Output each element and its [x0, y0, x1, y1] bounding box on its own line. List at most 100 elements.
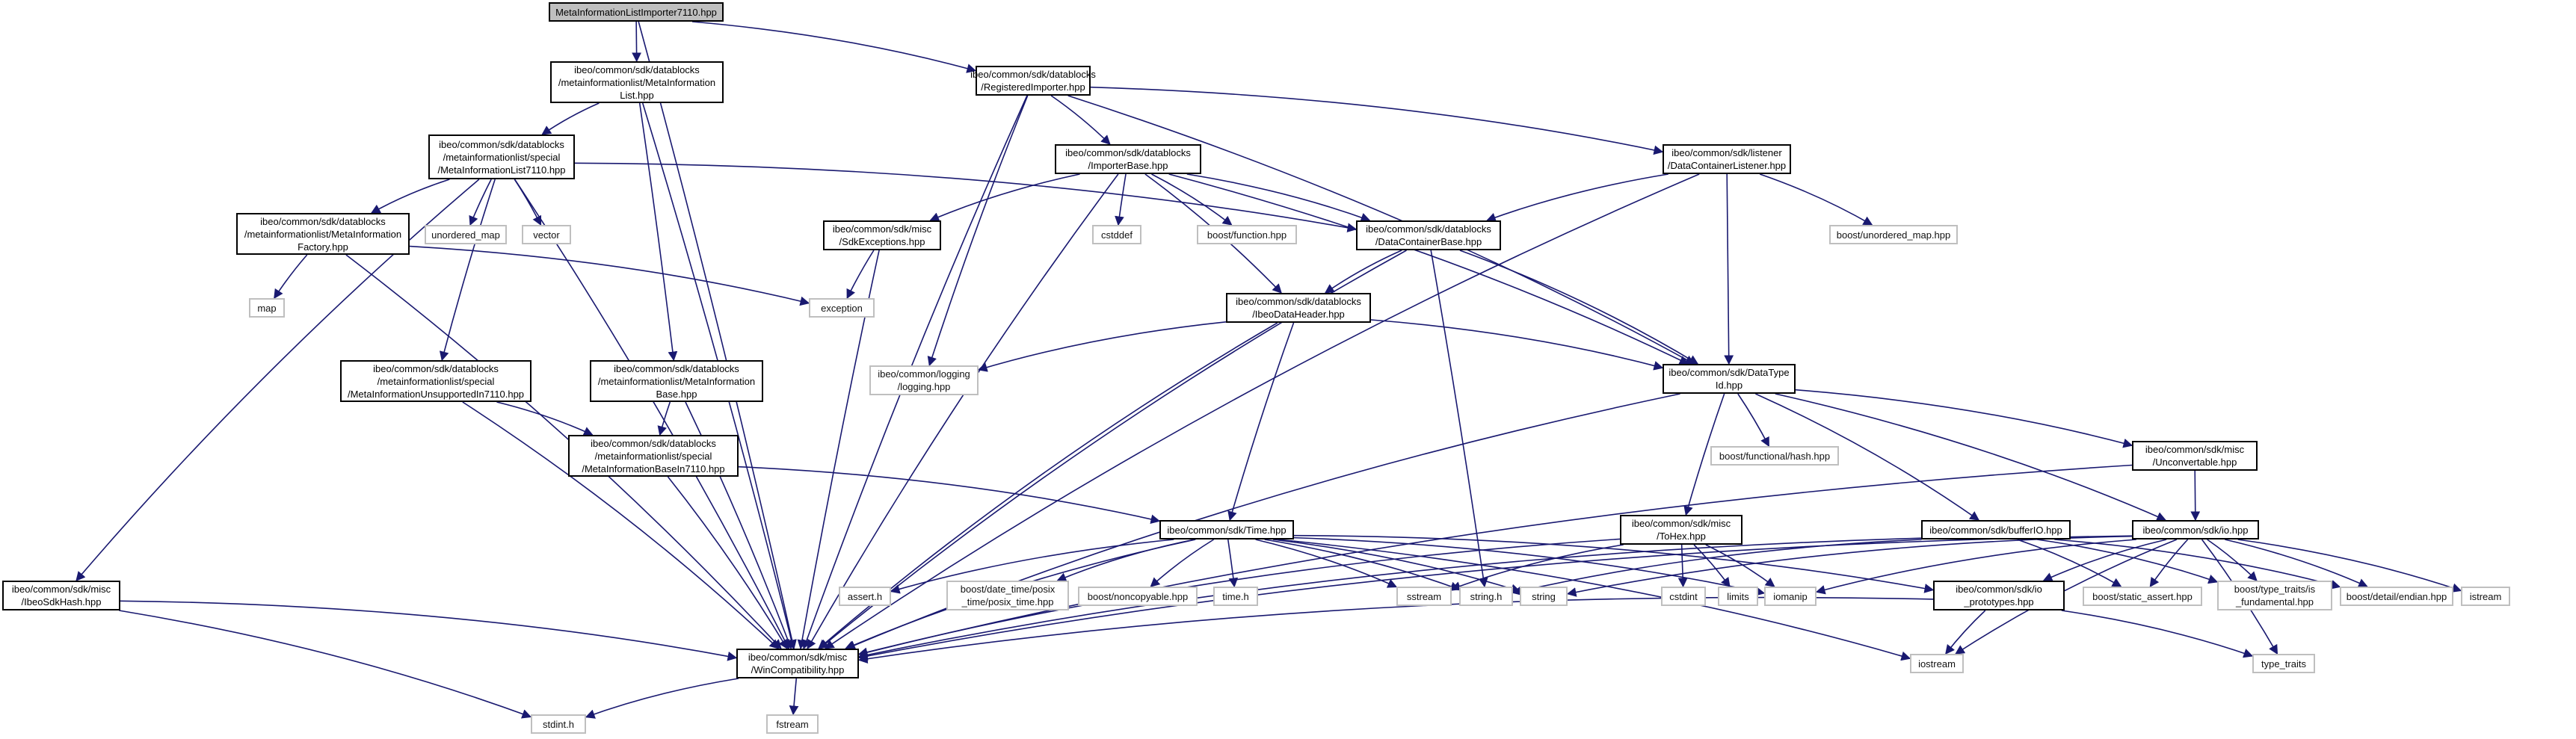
dependency-edge-metainfounsupported-to-metainfobase7110 [496, 401, 594, 436]
dependency-edge-metainfobase7110-to-wincompat [667, 476, 788, 650]
node-sdkexceptions-hpp[interactable]: ibeo/common/sdk/misc /SdkExceptions.hpp [823, 220, 941, 250]
dependency-edge-metainfolist7110-to-metainfofactory [370, 179, 450, 214]
node-time-hpp[interactable]: ibeo/common/sdk/Time.hpp [1159, 520, 1294, 539]
dependency-edge-time-to-io_prototypes [1293, 534, 1935, 593]
dependency-edge-ibeodataheader-to-time [1227, 322, 1295, 522]
dependency-edge-ibeodataheader-to-logging [977, 321, 1227, 372]
node-registeredimporter-hpp[interactable]: ibeo/common/sdk/datablocks /RegisteredIm… [970, 66, 1096, 96]
node-string-h[interactable]: string.h [1459, 587, 1513, 606]
node-limits[interactable]: limits [1718, 587, 1758, 606]
dependency-edge-metainfolist7110-to-ibeosdkhash [76, 179, 480, 581]
node-boost-unordered-map-hpp[interactable]: boost/unordered_map.hpp [1829, 225, 1958, 244]
dependency-edge-io_prototypes-to-wincompat [857, 596, 1934, 664]
dependency-edge-io-to-wincompat [857, 535, 2133, 661]
node-metainformationbase-hpp[interactable]: ibeo/common/sdk/datablocks /metainformat… [590, 360, 763, 402]
node-metainformationlist7110-hpp[interactable]: ibeo/common/sdk/datablocks /metainformat… [428, 134, 575, 179]
dependency-edge-registeredimporter-to-logging [927, 95, 1029, 367]
dependency-edge-metainfounsupported-to-wincompat [462, 401, 780, 649]
dependency-edge-bufferio-to-stringh [1512, 539, 1922, 596]
dependency-edge-importerbase-to-boost_function [1151, 173, 1233, 226]
node-type-traits[interactable]: type_traits [2252, 654, 2315, 673]
dependency-edge-importerbase-to-sdkexceptions [929, 173, 1080, 222]
dependency-edge-tohex-to-wincompat [857, 538, 1621, 657]
node-datacontainerbase-hpp[interactable]: ibeo/common/sdk/datablocks /DataContaine… [1356, 220, 1501, 250]
dependency-edge-datacontainerbase-to-ibeodataheader [1324, 250, 1402, 294]
dependency-edge-io-to-endian [2225, 539, 2368, 588]
node-fstream[interactable]: fstream [766, 714, 819, 734]
node-boost-static-assert-hpp[interactable]: boost/static_assert.hpp [2083, 587, 2202, 606]
node-boost-is-fundamental-hpp[interactable]: boost/type_traits/is _fundamental.hpp [2217, 581, 2332, 610]
dependency-edge-registeredimporter-to-datatypeid [1067, 95, 1695, 365]
node-importerbase-hpp[interactable]: ibeo/common/sdk/datablocks /ImporterBase… [1055, 144, 1201, 174]
node-map[interactable]: map [249, 298, 285, 318]
node-time-h[interactable]: time.h [1213, 587, 1258, 606]
dependency-edge-metainfolist7110-to-unordered_map [469, 179, 492, 226]
dependency-edge-tohex-to-sstream [1450, 544, 1624, 591]
dependency-edge-datacontainerlistener-to-datacontainerbase [1486, 173, 1668, 223]
dependency-edge-bufferio-to-static_assert [2017, 539, 2122, 587]
node-io-prototypes-hpp[interactable]: ibeo/common/sdk/io _prototypes.hpp [1933, 581, 2065, 610]
dependency-edge-ibeosdkhash-to-wincompat [120, 600, 738, 661]
node-metainformationlist-hpp[interactable]: ibeo/common/sdk/datablocks /metainformat… [550, 61, 724, 103]
node-iostream[interactable]: iostream [1910, 654, 1964, 673]
dependency-edge-tohex-to-iomanip [1705, 544, 1775, 587]
node-string[interactable]: string [1520, 587, 1568, 606]
node-boost-functional-hash-hpp[interactable]: boost/functional/hash.hpp [1710, 446, 1839, 466]
node-metainformationfactory-hpp[interactable]: ibeo/common/sdk/datablocks /metainformat… [236, 213, 410, 255]
node-istream[interactable]: istream [2461, 587, 2510, 606]
node-metainformationbasein7110-hpp[interactable]: ibeo/common/sdk/datablocks /metainformat… [568, 435, 739, 477]
node-tohex-hpp[interactable]: ibeo/common/sdk/misc /ToHex.hpp [1620, 515, 1743, 545]
node-boost-noncopyable-hpp[interactable]: boost/noncopyable.hpp [1078, 587, 1198, 606]
node-wincompatibility-hpp[interactable]: ibeo/common/sdk/misc /WinCompatibility.h… [736, 649, 859, 678]
node-boost-function-hpp[interactable]: boost/function.hpp [1197, 225, 1297, 244]
node-unconvertable-hpp[interactable]: ibeo/common/sdk/misc /Unconvertable.hpp [2132, 441, 2258, 471]
node-exception[interactable]: exception [809, 298, 875, 318]
node-sstream[interactable]: sstream [1396, 587, 1452, 606]
node-stdint-h[interactable]: stdint.h [531, 714, 586, 734]
dependency-edge-importerbase-to-cstddef [1115, 173, 1127, 226]
dependency-edge-time-to-noncopyable [1150, 539, 1215, 587]
node-assert-h[interactable]: assert.h [839, 587, 891, 606]
node-ibeodataheader-hpp[interactable]: ibeo/common/sdk/datablocks /IbeoDataHead… [1226, 293, 1371, 323]
dependency-edge-importerbase-to-wincompat [807, 173, 1119, 650]
node-bufferio-hpp[interactable]: ibeo/common/sdk/bufferIO.hpp [1921, 520, 2071, 539]
dependency-edge-datatypeid-to-io [1775, 393, 2167, 522]
dependency-edge-metainfolist-to-metainfolist7110 [541, 102, 600, 135]
dependency-edge-io_prototypes-to-iostream [1945, 610, 1986, 655]
dependency-edge-root-to-metainfolist [632, 21, 641, 63]
node-metainformationlistimporter7110-hpp[interactable]: MetaInformationListImporter7110.hpp [549, 2, 724, 22]
node-logging-hpp[interactable]: ibeo/common/logging /logging.hpp [869, 365, 979, 395]
dependency-edge-wincompat-to-stdinth [585, 678, 739, 719]
dependency-edge-metainfofactory-to-exception [409, 245, 810, 306]
dependency-edge-datacontainerlistener-to-boost_unordered_map [1759, 173, 1873, 226]
node-metainformationunsupportedin7110-hpp[interactable]: ibeo/common/sdk/datablocks /metainformat… [340, 360, 531, 402]
dependency-edge-wincompat-to-fstream [789, 678, 799, 716]
node-vector[interactable]: vector [522, 225, 571, 244]
node-io-hpp[interactable]: ibeo/common/sdk/io.hpp [2132, 520, 2259, 539]
node-boost-posix-time-hpp[interactable]: boost/date_time/posix _time/posix_time.h… [946, 581, 1069, 610]
dependency-edge-importerbase-to-datacontainerbase [1186, 173, 1371, 223]
dependency-edge-bufferio-to-endian [2054, 539, 2341, 590]
dependency-edge-datatypeid-to-unconvertable [1795, 389, 2133, 448]
dependency-edge-root-to-registeredimporter [691, 21, 977, 73]
dependency-edge-io-to-io_prototypes [2042, 539, 2167, 582]
dependency-edge-unconvertable-to-wincompat [857, 464, 2133, 658]
node-datatypeid-hpp[interactable]: ibeo/common/sdk/DataType Id.hpp [1663, 364, 1796, 394]
dependency-edge-metainfobase-to-metainfobase7110 [657, 401, 671, 436]
node-cstdint[interactable]: cstdint [1661, 587, 1706, 606]
node-ibeosdkhash-hpp[interactable]: ibeo/common/sdk/misc /IbeoSdkHash.hpp [2, 581, 120, 610]
dependency-edge-ibeodataheader-to-datatypeid [1370, 319, 1664, 371]
dependency-edge-metainfolist7110-to-wincompat [514, 179, 790, 650]
node-boost-endian-hpp[interactable]: boost/detail/endian.hpp [2340, 587, 2453, 606]
node-iomanip[interactable]: iomanip [1764, 587, 1817, 606]
node-datacontainerlistener-hpp[interactable]: ibeo/common/sdk/listener /DataContainerL… [1663, 144, 1791, 174]
dependency-edge-bufferio-to-is_fundamental [2036, 539, 2219, 584]
node-cstddef[interactable]: cstddef [1092, 225, 1141, 244]
dependency-edge-metainfobase7110-to-time [738, 466, 1161, 525]
dependency-edge-datatypeid-to-tohex [1683, 393, 1725, 516]
dependency-edge-registeredimporter-to-importerbase [1050, 95, 1111, 145]
node-unordered-map[interactable]: unordered_map [425, 225, 507, 244]
dependency-edge-datacontainerbase-to-datatypeid [1459, 250, 1699, 365]
dependency-edge-io-to-static_assert [2149, 539, 2189, 588]
